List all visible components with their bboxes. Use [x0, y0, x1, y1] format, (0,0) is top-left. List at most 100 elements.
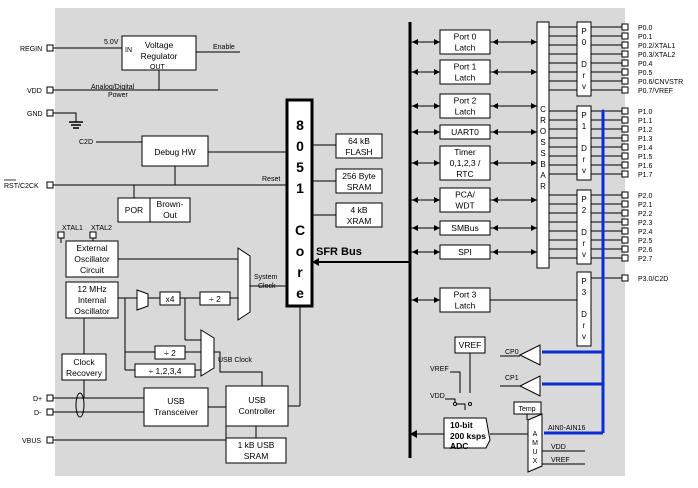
left-pins: REGIN VDD GND RST/C2CK D+ [4, 44, 286, 445]
usb-blocks: Clock Recovery USB Transceiver USB Contr… [61, 306, 301, 464]
svg-text:Oscillator: Oscillator [74, 306, 110, 316]
svg-text:Power: Power [108, 92, 129, 99]
port-pin: P2.1 [638, 202, 653, 209]
pin-regin: REGIN [20, 44, 122, 53]
svg-text:SFR Bus: SFR Bus [316, 246, 362, 258]
port-pin: P0.1 [638, 34, 653, 41]
driver-letter: D [581, 310, 587, 319]
port-drivers: P0DrvP0.0P0.1P0.2/XTAL1P0.3/XTAL2P0.4P0.… [549, 21, 683, 347]
peripheral-label: UART0 [451, 127, 479, 137]
svg-text:1 kB USB: 1 kB USB [238, 440, 275, 450]
port-pin: P1.5 [638, 154, 653, 161]
port-pin: P1.2 [638, 127, 653, 134]
svg-text:VREF: VREF [459, 340, 482, 350]
svg-text:FLASH: FLASH [345, 147, 372, 157]
amux-letter: X [533, 458, 538, 465]
port-pin: P0.7/VREF [638, 88, 673, 95]
svg-text:C2D: C2D [79, 139, 93, 146]
peripheral-block: UART0 [410, 124, 537, 140]
driver-letter: r [583, 71, 586, 80]
peripheral-label: Latch [455, 301, 476, 311]
peripheral-label: Port 3 [454, 290, 477, 300]
analog-bus [542, 112, 605, 435]
svg-text:REGIN: REGIN [20, 46, 42, 53]
svg-text:USB: USB [167, 396, 185, 406]
svg-text:VREF: VREF [551, 457, 570, 464]
svg-text:Clock: Clock [258, 283, 276, 290]
port-pin: P2.2 [638, 211, 653, 218]
svg-text:Regulator: Regulator [141, 51, 178, 61]
crossbar-letter: S [540, 149, 545, 158]
driver-letter: P [581, 277, 586, 286]
svg-text:AIN0-AIN16: AIN0-AIN16 [548, 425, 585, 432]
port-pin: P1.6 [638, 163, 653, 170]
svg-text:Enable: Enable [213, 44, 235, 51]
svg-text:System: System [254, 274, 278, 281]
peripheral-label: Latch [455, 43, 476, 53]
amux-letter: A [533, 431, 538, 438]
port-pin: P2.4 [638, 229, 653, 236]
por-brownout: POR Brown- Out [117, 185, 191, 223]
port-pin: P1.1 [638, 118, 653, 125]
crossbar-letter: R [540, 182, 546, 191]
port-pin: P2.5 [638, 238, 653, 245]
pin-rst: RST/C2CK [4, 179, 286, 190]
peripheral-label: Port 2 [454, 96, 477, 106]
peripheral-block: SMBus [410, 220, 537, 236]
driver-letter: 3 [582, 288, 587, 297]
svg-text:÷ 2: ÷ 2 [164, 348, 176, 358]
port-pin: P0.4 [638, 61, 653, 68]
svg-text:XTAL1: XTAL1 [62, 225, 83, 232]
driver-letter: P [581, 111, 586, 120]
core-letter: r [297, 264, 303, 280]
svg-text:Voltage: Voltage [145, 40, 174, 50]
port-pin: P2.6 [638, 247, 653, 254]
core-letter: C [295, 222, 305, 238]
crossbar-letter: B [540, 160, 545, 169]
svg-text:OUT: OUT [150, 64, 166, 71]
svg-text:VREF: VREF [430, 366, 449, 373]
peripheral-label: WDT [455, 201, 474, 211]
peripheral-label: PCA/ [455, 190, 475, 200]
peripheral-label: Latch [455, 73, 476, 83]
svg-text:VDD: VDD [430, 393, 445, 400]
svg-text:Clock: Clock [73, 357, 95, 367]
core-letter: 1 [296, 180, 304, 196]
pin-vdd: VDD [27, 86, 218, 95]
svg-text:IN: IN [125, 47, 132, 54]
svg-text:4 kB: 4 kB [350, 205, 367, 215]
driver-letter: v [582, 250, 586, 259]
port-pin: P1.4 [638, 145, 653, 152]
svg-text:10-bit: 10-bit [450, 420, 473, 430]
svg-text:Analog/Digital: Analog/Digital [91, 84, 135, 91]
peripheral-label: SPI [458, 247, 472, 257]
peripheral-label: SMBus [451, 223, 478, 233]
svg-text:Transceiver: Transceiver [154, 407, 198, 417]
svg-text:CP0: CP0 [505, 349, 519, 356]
driver-letter: D [581, 144, 587, 153]
core-letter: o [296, 243, 305, 259]
peripheral-block: PCA/WDT [410, 187, 537, 213]
sfr-bus: SFR Bus [312, 22, 412, 458]
driver-letter: P [581, 195, 586, 204]
peripheral-label: Port 1 [454, 62, 477, 72]
port-pin: P1.7 [638, 172, 653, 179]
svg-text:VDD: VDD [551, 444, 566, 451]
port-pin: P0.5 [638, 70, 653, 77]
driver-letter: v [582, 332, 586, 341]
svg-text:SRAM: SRAM [347, 182, 372, 192]
svg-text:Controller: Controller [239, 406, 276, 416]
debug-hw: C2D Debug HW Reset [79, 135, 286, 185]
port-pin: P0.3/XTAL2 [638, 52, 675, 59]
svg-text:USB: USB [248, 395, 266, 405]
svg-text:XTAL2: XTAL2 [91, 225, 112, 232]
peripheral-label: Latch [455, 107, 476, 117]
svg-text:Recovery: Recovery [66, 368, 103, 378]
amux-letter: M [532, 440, 538, 447]
